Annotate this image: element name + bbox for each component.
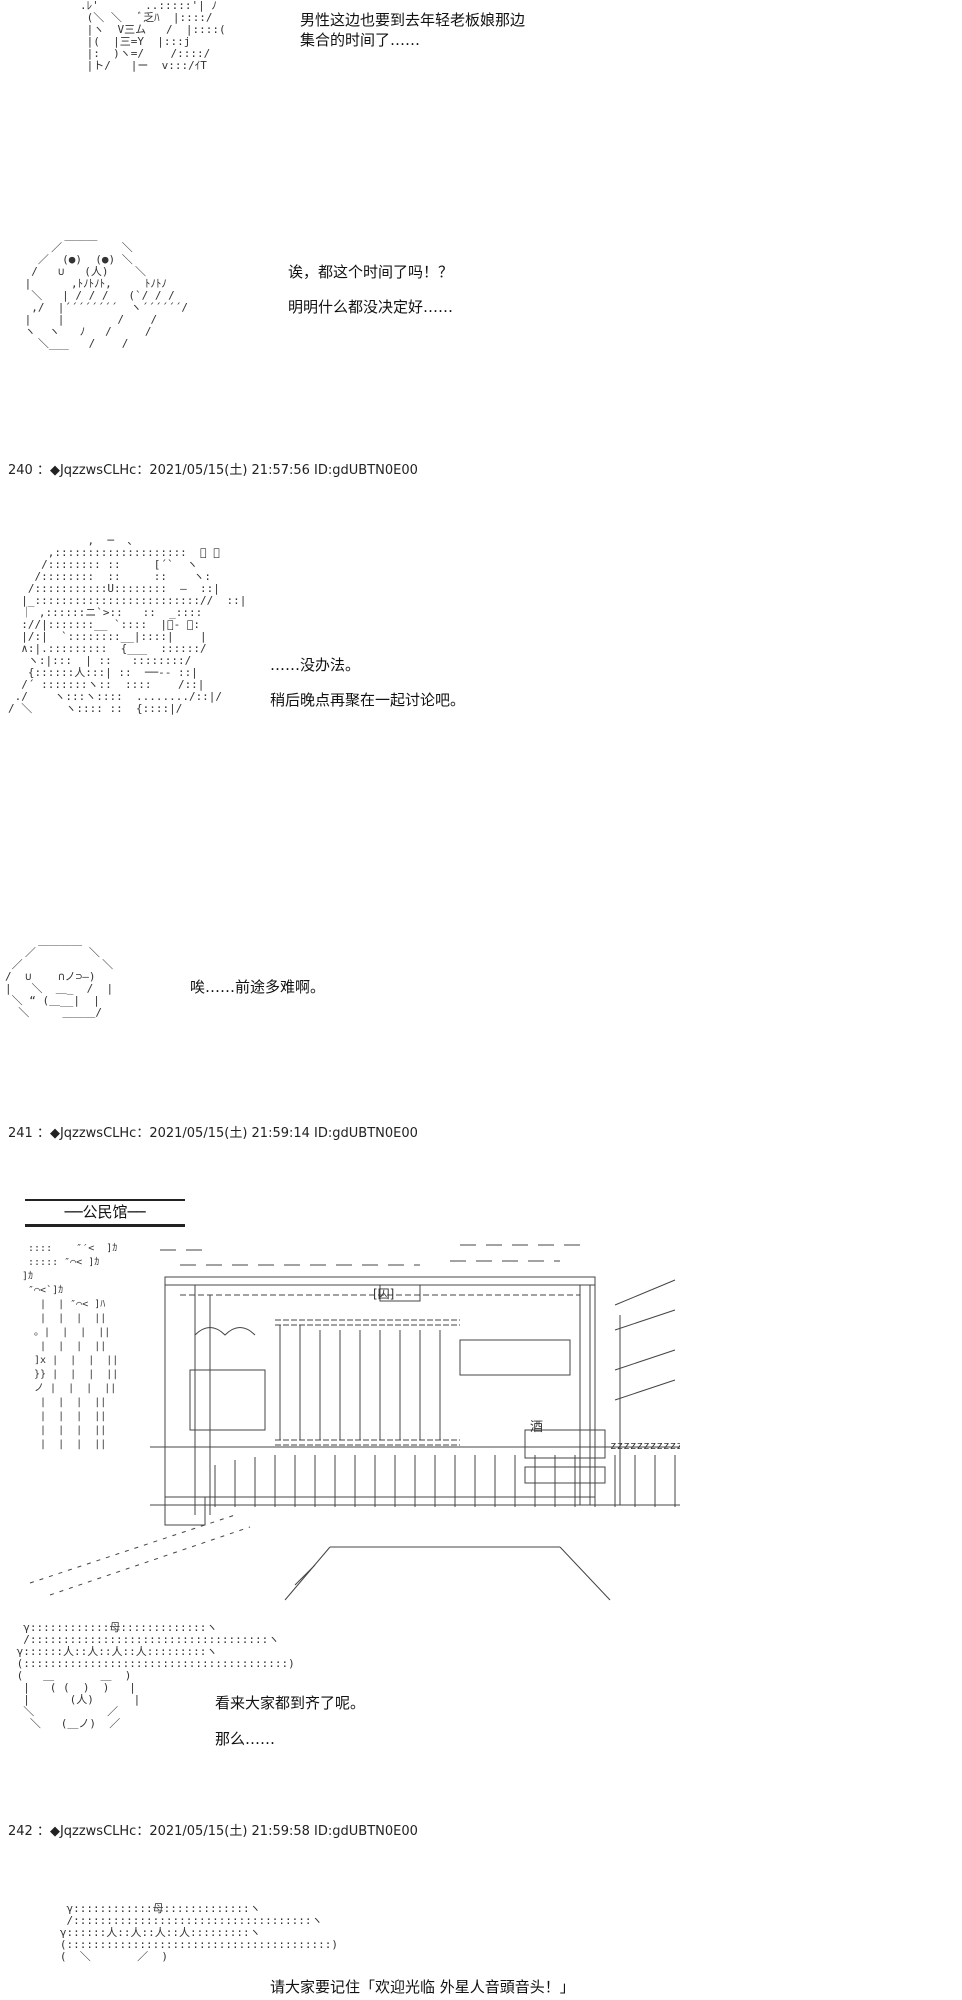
post-header: 241 ：◆JqzzwsCLHc：2021/05/15(土) 21:59:14 …: [8, 1126, 418, 1141]
dialogue-line: 集合的时间了……: [300, 31, 421, 49]
ascii-art-man: .ﾚ' ..:::::'| ﾉ (＼ ＼ ﾞ乏ﾊ |::::/ |ヽ V三ム /…: [80, 0, 226, 72]
community-hall-drawing: [囚] 酒 zzzzzzzzzzz: [29, 1244, 680, 1601]
dialogue-line: 明明什么都没决定好……: [288, 298, 454, 316]
post-header: 240 ：◆JqzzwsCLHc：2021/05/15(土) 21:57:56 …: [8, 463, 418, 478]
dialogue-line: 诶，都这个时间了吗！？: [288, 263, 454, 281]
scene-title: ──公民馆──: [25, 1199, 185, 1227]
ascii-art-character: , ─ 、 ,:::::::::::::::::::: ﾞ ､ /:::::::…: [8, 534, 247, 715]
sake-sign: 酒: [530, 1420, 543, 1435]
dialogue-line: 稍后晚点再聚在一起讨论吧。: [270, 691, 466, 709]
ascii-art-left-wall: :::: ″′< ]ｶ ::::: ″⌒< ]ｶ ]ｶ ″⌒<`]ｶ | | ″…: [22, 1243, 119, 1450]
dialogue-line: 看来大家都到齐了呢。: [215, 1694, 366, 1712]
ascii-art-landlady: γ::::::::::::母:::::::::::::ヽ /::::::::::…: [16, 1621, 295, 1730]
dialogue-line: 唉……前途多难啊。: [190, 978, 326, 996]
dialogue-line: 那么……: [215, 1730, 276, 1748]
ascii-art-landlady: γ::::::::::::母:::::::::::::ヽ /::::::::::…: [59, 1902, 339, 1963]
dialogue-line: 男性这边也要到去年轻老板娘那边: [300, 11, 526, 29]
post-header: 242 ：◆JqzzwsCLHc：2021/05/15(土) 21:59:58 …: [8, 1824, 418, 1839]
zzz-text: zzzzzzzzzzz: [610, 1439, 680, 1452]
ascii-art-yaruo: ＿＿＿ ／ ＼ ／ (●) (●) ＼ / ∪ (人) ＼ | ,ﾄﾉﾄﾉﾄ, …: [24, 229, 188, 350]
dialogue-line: 请大家要记住「欢迎光临 外星人音頭音头！」: [270, 1978, 575, 1996]
ascii-art-yaranaio: ＿＿＿＿ ／ ＼ ／ ＼ / ∪ ∩ノ⊃―) | ＼ ＿_ / | ＼ “ (＿…: [5, 934, 114, 1019]
hall-sign: [囚]: [373, 1287, 394, 1301]
dialogue-line: ……没办法。: [270, 656, 361, 674]
